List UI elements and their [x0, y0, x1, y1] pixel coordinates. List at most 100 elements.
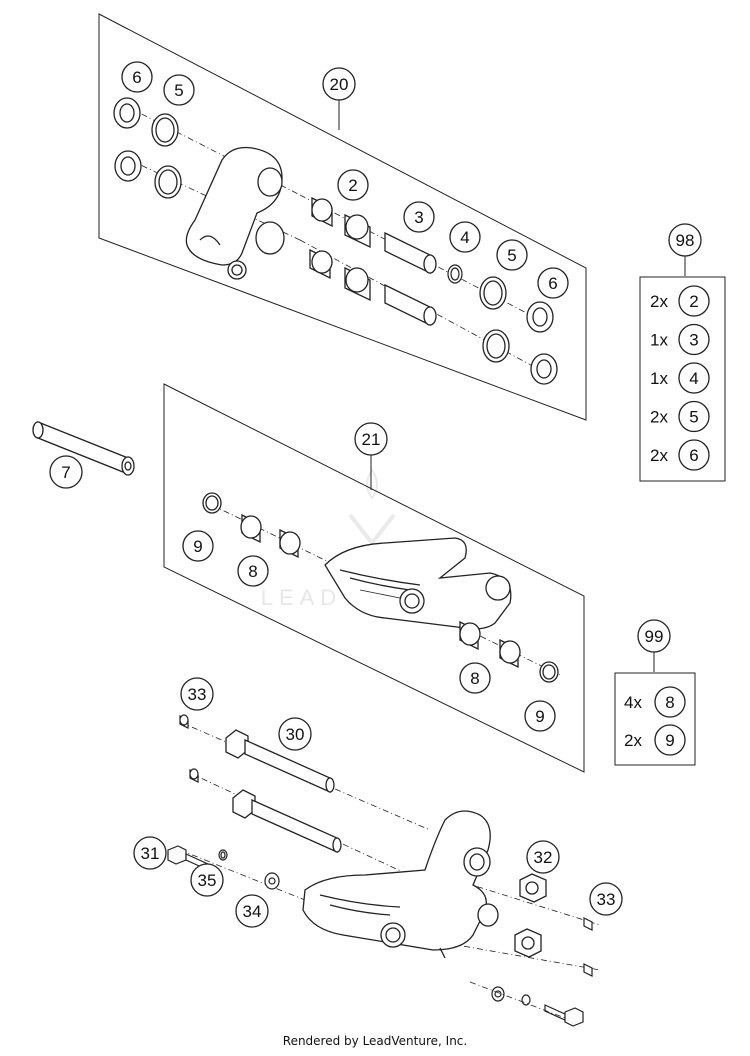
callout-99	[637, 619, 671, 653]
ring-5-left-b	[154, 165, 182, 199]
bottom-bolt	[544, 1004, 584, 1027]
kit-98-part-circle	[678, 323, 710, 356]
lever-21	[324, 537, 512, 630]
kit-99-label: 99	[645, 627, 664, 646]
shaft-30-b	[232, 789, 342, 854]
seal-6-left-a	[113, 97, 141, 129]
svg-text:8: 8	[470, 669, 479, 688]
kit-98-part-number: 5	[689, 408, 698, 427]
svg-text:5: 5	[174, 81, 183, 100]
svg-text:35: 35	[198, 871, 217, 890]
callout-4: 4	[449, 221, 481, 253]
svg-text:33: 33	[188, 685, 207, 704]
seal-6-right-b	[530, 353, 558, 385]
callout-20: 20	[322, 67, 356, 101]
svg-text:8: 8	[248, 562, 257, 581]
link-body-20	[185, 146, 285, 280]
ring-5-right-a	[479, 276, 507, 310]
svg-text:4: 4	[460, 228, 469, 247]
kit-98-qty: 2x	[650, 292, 668, 311]
svg-text:20: 20	[330, 75, 349, 94]
callout-35: 35	[190, 863, 224, 897]
svg-text:33: 33	[597, 890, 616, 909]
svg-text:31: 31	[141, 844, 160, 863]
svg-text:3: 3	[414, 208, 423, 227]
callout-98	[668, 223, 702, 257]
svg-text:9: 9	[535, 707, 544, 726]
callout-34: 34	[235, 894, 269, 928]
svg-text:2: 2	[348, 176, 357, 195]
kit-98-part-number: 4	[689, 369, 698, 388]
bearing-2-b	[344, 213, 371, 249]
screw-33-left-b	[189, 768, 199, 783]
callout-21: 21	[354, 422, 388, 456]
panel-21-frame	[163, 383, 585, 773]
bearing-8-b	[279, 528, 301, 559]
kit-98-qty: 2x	[650, 408, 668, 427]
svg-text:30: 30	[286, 725, 305, 744]
callout-8-right: 8	[459, 662, 491, 694]
kit-98-row: 2x 2	[650, 285, 710, 317]
ring-5-left-a	[151, 113, 179, 147]
callout-6-top-left: 6	[121, 61, 153, 93]
screw-33-right-a	[583, 917, 593, 931]
svg-text:5: 5	[507, 246, 516, 265]
kit-99-box	[614, 672, 696, 766]
kit-98-row: 2x 5	[650, 400, 710, 433]
ring-9-right	[539, 661, 559, 683]
kit-99-part-number: 9	[665, 731, 674, 750]
washer-34	[264, 872, 280, 890]
leader-lines	[338, 100, 686, 672]
callout-6-right: 6	[537, 267, 569, 299]
pin-7	[32, 421, 135, 476]
shaft-30-a	[225, 729, 335, 794]
callout-3: 3	[403, 201, 435, 233]
nut-32-a	[519, 873, 547, 903]
washer-35	[218, 849, 228, 861]
bearing-8-a	[240, 513, 262, 544]
screw-33-left	[179, 714, 189, 729]
kit-99-part-circle	[654, 724, 686, 756]
ring-9-left	[202, 492, 222, 514]
svg-text:6: 6	[548, 274, 557, 293]
footer-credit: Rendered by LeadVenture, Inc.	[282, 1034, 468, 1048]
kit-98-row: 1x 3	[650, 323, 710, 356]
svg-text:9: 9	[193, 537, 202, 556]
kit-98-part-number: 2	[689, 292, 698, 311]
callout-9-right: 9	[524, 700, 556, 732]
svg-text:7: 7	[61, 463, 70, 482]
panel-21	[163, 383, 585, 773]
panel-20-frame	[98, 13, 587, 421]
bearing-2-d	[344, 266, 371, 302]
kit-98-part-circle	[678, 439, 710, 471]
callout-7: 7	[49, 455, 83, 489]
callout-33-right: 33	[589, 882, 623, 916]
svg-text:21: 21	[362, 430, 381, 449]
bottom-washer-b	[521, 994, 531, 1006]
callout-32: 32	[526, 840, 560, 874]
kit-98-qty: 1x	[650, 331, 668, 350]
kit-98-part-number: 3	[689, 331, 698, 350]
bearing-8-d	[499, 638, 521, 669]
callout-9-left: 9	[182, 530, 214, 562]
kit-99-part-circle	[654, 686, 686, 718]
kit-98-part-number: 6	[689, 446, 698, 465]
callout-31: 31	[133, 836, 167, 870]
kit-99-part-number: 8	[665, 693, 674, 712]
seal-6-right-a	[526, 301, 554, 333]
svg-text:32: 32	[534, 848, 553, 867]
kit-99-row: 4x 8	[624, 686, 686, 718]
ring-5-right-b	[482, 329, 510, 363]
callout-5-right: 5	[496, 239, 528, 271]
lever-lower	[302, 810, 499, 959]
kit-99-qty: 4x	[624, 693, 642, 712]
bottom-washer-a	[491, 986, 505, 1002]
callout-8-left: 8	[237, 555, 269, 587]
seal-6-left-b	[114, 150, 142, 182]
bearing-8-c	[459, 620, 481, 651]
